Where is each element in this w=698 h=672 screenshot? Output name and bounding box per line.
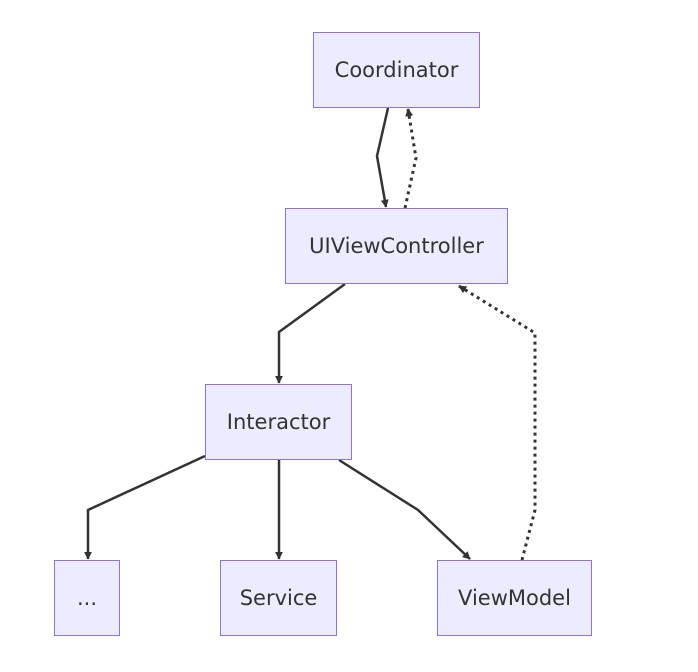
node-ellipsis: ... (54, 560, 120, 636)
node-interactor: Interactor (205, 384, 352, 460)
node-viewmodel-label: ViewModel (458, 586, 571, 610)
node-service: Service (220, 560, 337, 636)
node-uiviewcontroller-label: UIViewController (309, 234, 484, 258)
node-coordinator-label: Coordinator (334, 58, 459, 82)
edge-viewmodel-to-uiviewcontroller (458, 284, 537, 561)
node-service-label: Service (239, 586, 318, 610)
edge-interactor-to-ellipsis (84, 454, 206, 560)
node-ellipsis-label: ... (76, 586, 98, 610)
edge-interactor-to-viewmodel (338, 458, 471, 560)
node-viewmodel: ViewModel (437, 560, 592, 636)
edge-uiviewcontroller-to-interactor (275, 282, 346, 384)
node-uiviewcontroller: UIViewController (285, 208, 508, 284)
node-coordinator: Coordinator (313, 32, 480, 108)
node-interactor-label: Interactor (226, 410, 331, 434)
edge-coordinator-to-uiviewcontroller (375, 107, 390, 208)
edge-uiviewcontroller-to-coordinator (403, 108, 418, 209)
